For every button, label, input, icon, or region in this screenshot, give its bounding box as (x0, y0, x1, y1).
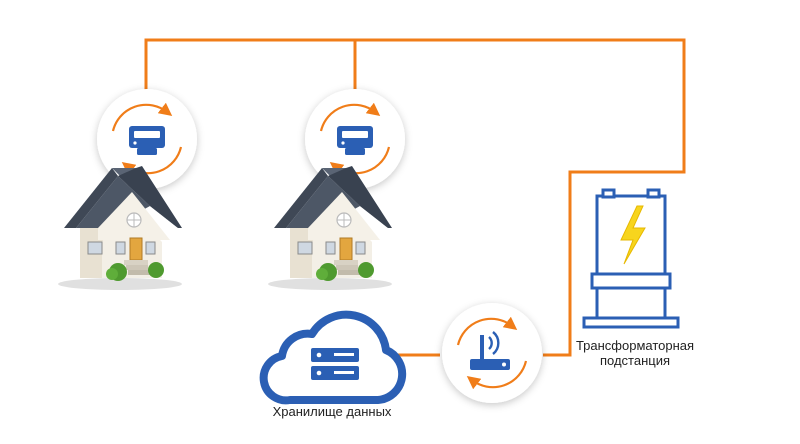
substation-label: Трансформаторная подстанция (560, 338, 710, 368)
storage-label: Хранилище данных (272, 404, 392, 419)
transformer-icon (582, 188, 680, 329)
smart-meter-icon (337, 126, 373, 155)
substation-label-line1: Трансформаторная (575, 338, 695, 353)
meter-node-2 (305, 89, 405, 189)
meter-node-1 (97, 89, 197, 189)
substation-label-line2: подстанция (599, 353, 671, 368)
router-node (442, 303, 542, 403)
house-1 (58, 166, 182, 290)
smart-meter-icon (129, 126, 165, 155)
lightning-icon (620, 205, 646, 265)
cloud-storage (259, 310, 407, 405)
house-2 (268, 166, 392, 290)
line-top (144, 38, 686, 357)
connection-lines (144, 38, 686, 357)
cloud-server-icon (259, 310, 407, 405)
router-icon (470, 331, 510, 370)
